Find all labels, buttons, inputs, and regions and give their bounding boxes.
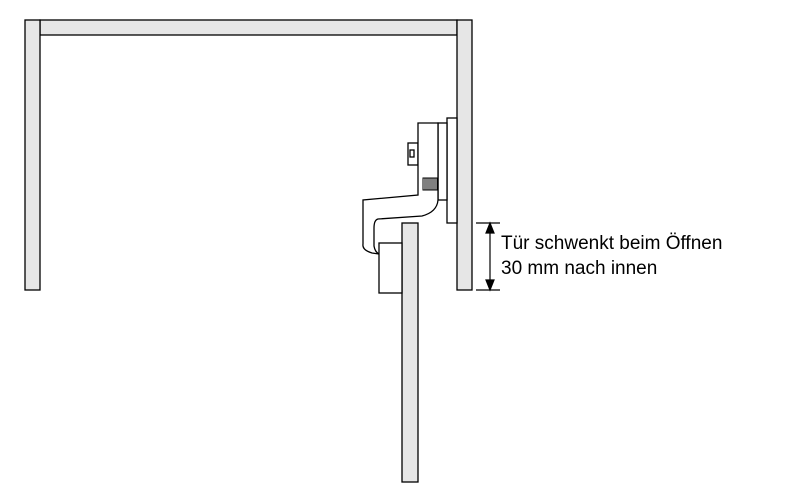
- door-mount-block: [378, 242, 403, 294]
- hinge-base: [437, 122, 448, 201]
- mounting-plate: [446, 117, 458, 224]
- adjustment-screw: [422, 177, 439, 191]
- left-side-panel: [24, 19, 41, 291]
- door-panel: [401, 222, 419, 483]
- hinge-body: [362, 122, 439, 255]
- annotation-line-1: Tür schwenkt beim Öffnen: [501, 233, 723, 254]
- right-side-panel: [456, 19, 473, 291]
- dimension-line: [476, 221, 500, 292]
- hinge-cup-slot: [409, 149, 415, 158]
- top-panel: [39, 19, 458, 36]
- annotation-line-2: 30 mm nach innen: [501, 258, 658, 279]
